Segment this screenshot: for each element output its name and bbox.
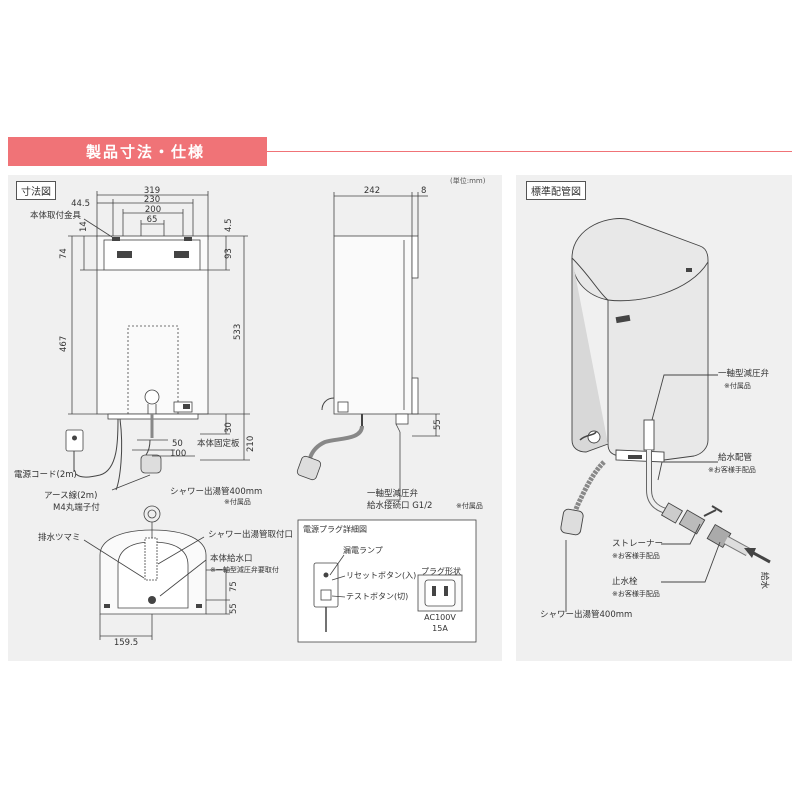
section-title: 製品寸法・仕様 — [86, 143, 206, 161]
dim-93: 93 — [224, 248, 234, 259]
section-header: 製品寸法・仕様 — [8, 137, 792, 166]
dim-200: 200 — [145, 205, 161, 215]
label-earth-2: M4丸端子付 — [53, 502, 100, 513]
section-header-rule — [267, 151, 792, 152]
dim-50: 50 — [172, 439, 183, 449]
dim-467: 467 — [59, 336, 69, 352]
label-stop-valve: 止水栓 — [612, 576, 638, 587]
label-water-in: 給水 — [759, 572, 770, 590]
dim-533: 533 — [233, 324, 243, 340]
dim-319: 319 — [144, 186, 160, 196]
dim-242: 242 — [364, 186, 380, 196]
label-mount: 本体取付金具 — [30, 210, 82, 221]
bottom-view-labels: 排水ツマミ シャワー出湯管取付口 本体給水口 ※一軸型減圧弁要取付 75 55 … — [38, 529, 293, 648]
unit-note: (単位:mm) — [450, 177, 486, 185]
bottom-view — [83, 505, 230, 640]
label-test-button: テストボタン(切) — [346, 592, 408, 601]
dim-65: 65 — [147, 215, 158, 225]
plug-voltage: AC100V — [424, 613, 456, 622]
dim-30: 30 — [224, 422, 234, 433]
label-side-accessory: ※付属品 — [456, 501, 483, 510]
dim-230: 230 — [144, 195, 160, 205]
dim-44-5: 44.5 — [71, 199, 90, 209]
side-view — [296, 192, 440, 501]
front-view — [65, 191, 250, 491]
label-pipe-valve-note: ※付属品 — [724, 381, 751, 390]
label-leak-lamp: 漏電ランプ — [343, 545, 383, 555]
label-shower: シャワー出湯管400mm — [170, 486, 262, 497]
side-view-labels: 242 8 55 一軸型減圧弁 給水接続口 G1/2 ※付属品 — [364, 186, 483, 511]
piping-labels: 一軸型減圧弁 ※付属品 給水配管 ※お客様手配品 ストレーナー ※お客様手配品 … — [540, 368, 770, 620]
plug-detail-title: 電源プラグ詳細図 — [303, 524, 367, 534]
dim-100: 100 — [170, 449, 186, 459]
dim-14: 14 — [79, 221, 89, 232]
dim-74: 74 — [59, 248, 69, 259]
section-header-band — [8, 137, 267, 166]
label-reset-button: リセットボタン(入) — [346, 571, 416, 580]
label-strainer-note: ※お客様手配品 — [612, 551, 660, 560]
plug-shape-title: プラグ形状 — [421, 566, 461, 576]
label-supply-note: ※お客様手配品 — [708, 465, 756, 474]
label-pipe-valve: 一軸型減圧弁 — [718, 368, 770, 379]
label-earth-1: アース線(2m) — [44, 490, 97, 501]
label-power-cord: 電源コード(2m) — [14, 470, 77, 480]
label-fix-plate: 本体固定板 — [197, 438, 240, 449]
front-view-labels: 319 44.5 230 200 65 本体取付金具 14 74 467 4.5… — [14, 186, 262, 513]
plug-ampere: 15A — [432, 624, 448, 633]
dimension-panel-tag: 寸法図 — [16, 181, 56, 200]
dim-4-5: 4.5 — [224, 218, 234, 232]
label-stop-note: ※お客様手配品 — [612, 589, 660, 598]
plug-detail: 電源プラグ詳細図 漏電ランプ リセットボタン(入) テストボタン(切) プラグ形… — [297, 519, 477, 643]
label-body-inlet-note: ※一軸型減圧弁要取付 — [210, 565, 279, 574]
heater-3d-body — [571, 218, 709, 461]
label-strainer: ストレーナー — [612, 539, 663, 549]
label-side-inlet: 給水接続口 G1/2 — [367, 500, 432, 511]
label-pipe-shower: シャワー出湯管400mm — [540, 609, 632, 620]
dim-75: 75 — [229, 581, 239, 592]
piping-diagram — [560, 218, 771, 612]
label-body-inlet: 本体給水口 — [210, 553, 253, 564]
label-shower-accessory: ※付属品 — [224, 497, 251, 506]
label-shower-mount: シャワー出湯管取付口 — [208, 529, 293, 540]
heater-side-body — [333, 235, 413, 415]
dim-210: 210 — [246, 436, 256, 452]
dim-55-side: 55 — [433, 419, 443, 430]
label-side-valve: 一軸型減圧弁 — [367, 488, 419, 499]
dim-159-5: 159.5 — [114, 638, 138, 648]
label-drain-knob: 排水ツマミ — [38, 532, 81, 543]
label-supply-pipe: 給水配管 — [718, 452, 752, 463]
piping-panel-tag: 標準配管図 — [526, 181, 586, 200]
dim-55-bottom: 55 — [229, 603, 239, 614]
dim-8: 8 — [421, 186, 426, 196]
